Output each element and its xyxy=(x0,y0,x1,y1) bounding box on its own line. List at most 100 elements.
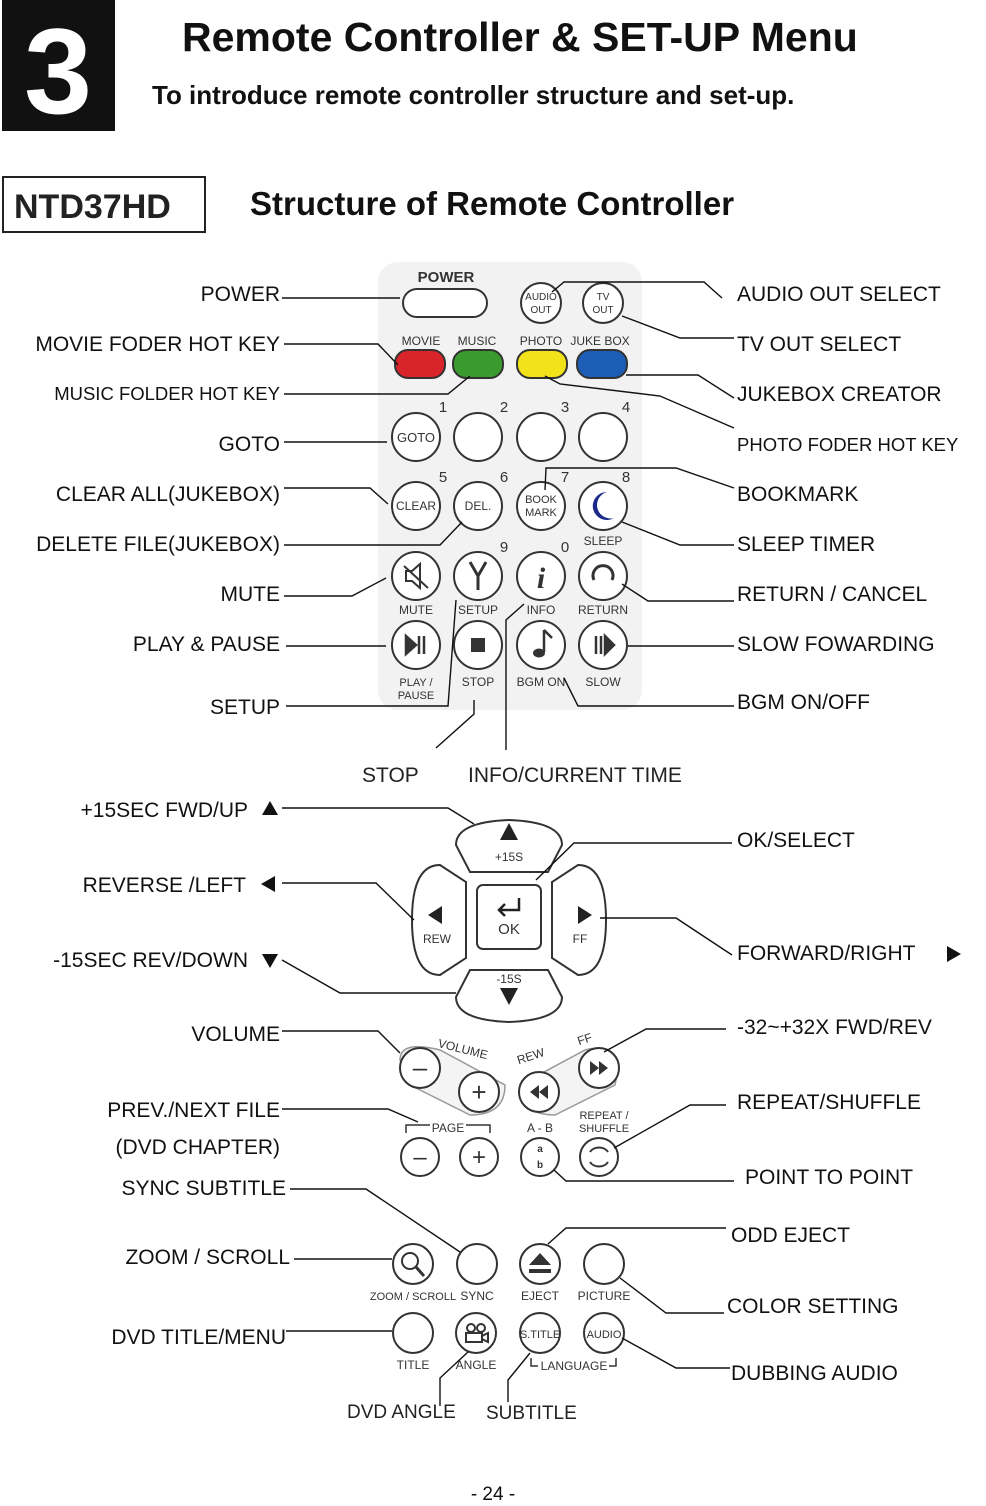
repeat-icon xyxy=(589,1146,609,1168)
ab-icon-a: a xyxy=(537,1144,543,1155)
page-next-button xyxy=(459,1137,499,1177)
goto-button-label: GOTO xyxy=(397,430,435,445)
digit-1-label: 1 xyxy=(439,399,447,416)
movie-key-label: MOVIE xyxy=(402,334,441,348)
sync-button xyxy=(456,1243,498,1285)
language-bracket xyxy=(530,1358,617,1367)
rewind-icon xyxy=(530,1085,548,1099)
page-prev-button xyxy=(400,1137,440,1177)
movie-color-key xyxy=(394,349,446,379)
jukebox-key-label: JUKE BOX xyxy=(570,334,629,348)
volume-up-button xyxy=(458,1071,500,1113)
dpad-up xyxy=(454,818,564,873)
clear-button xyxy=(391,481,441,531)
label-music-hot-key: MUSIC FOLDER HOT KEY xyxy=(54,383,280,404)
label-odd-eject: ODD EJECT xyxy=(731,1224,851,1247)
minus15-label: -15S xyxy=(496,972,521,986)
label-prev-next-file: PREV./NEXT FILE xyxy=(107,1099,280,1122)
digit-6-label: 6 xyxy=(500,469,508,486)
digit-3-label: 3 xyxy=(561,399,569,416)
volume-down-button xyxy=(399,1047,441,1089)
bookmark-button xyxy=(516,481,566,531)
label-sync-subtitle: SYNC SUBTITLE xyxy=(121,1177,286,1200)
angle-label: ANGLE xyxy=(456,1358,497,1372)
leader-lines xyxy=(281,281,735,1406)
zoom-magnifier-icon xyxy=(401,1252,419,1270)
label-ok-select: OK/SELECT xyxy=(737,829,855,852)
label-dvd-title-menu: DVD TITLE/MENU xyxy=(111,1326,286,1349)
digit-4-label: 4 xyxy=(622,399,630,416)
label-bookmark: BOOKMARK xyxy=(737,483,859,506)
stop-button-label: STOP xyxy=(462,675,494,689)
tv-out-label-2: OUT xyxy=(592,305,613,316)
repeat-label-1: REPEAT / xyxy=(579,1110,629,1122)
repeat-button xyxy=(579,1137,619,1177)
setup-label: SETUP xyxy=(458,603,498,617)
stitle-label: S.TITLE xyxy=(520,1329,560,1341)
bookmark-label-2: MARK xyxy=(525,507,557,519)
title-button xyxy=(392,1312,434,1354)
return-button xyxy=(578,551,628,601)
bgm-button xyxy=(516,620,566,670)
label-bgm-on-off: BGM ON/OFF xyxy=(737,691,870,714)
audio-out-label-1: AUDIO xyxy=(525,292,557,303)
right-arrow-icon xyxy=(578,906,592,924)
page-title: Remote Controller & SET-UP Menu xyxy=(182,14,858,60)
label-audio-out: AUDIO OUT SELECT xyxy=(737,283,941,306)
plus15-label: +15S xyxy=(495,850,523,864)
jukebox-color-key xyxy=(576,349,628,379)
audio-out-button xyxy=(520,282,562,324)
label-return-cancel: RETURN / CANCEL xyxy=(737,583,928,606)
ab-button xyxy=(520,1137,560,1177)
slow-forward-icon xyxy=(594,632,616,658)
label-fwd-rev-speed: -32~+32X FWD/REV xyxy=(737,1016,932,1039)
ok-button xyxy=(476,884,542,950)
setup-tools-icon xyxy=(468,561,488,590)
right-triangle-icon xyxy=(947,946,961,962)
label-rev-15: -15SEC REV/DOWN xyxy=(53,949,248,972)
bgm-label: BGM ON xyxy=(517,675,566,689)
chapter-number-graphic: 3 xyxy=(24,3,92,139)
picture-label: PICTURE xyxy=(578,1289,631,1303)
stop-icon xyxy=(471,638,485,652)
ff-label: FF xyxy=(573,932,588,946)
power-button-label: POWER xyxy=(418,269,475,286)
rew-rocker-label: REW xyxy=(515,1045,547,1067)
sleep-label: SLEEP xyxy=(584,534,623,548)
label-dvd-angle: DVD ANGLE xyxy=(347,1402,456,1423)
zoom-label: ZOOM / SCROLL xyxy=(370,1291,456,1303)
power-button xyxy=(402,288,488,318)
tv-out-button xyxy=(582,282,624,324)
page-label: PAGE xyxy=(432,1121,464,1135)
tv-out-label-1: TV xyxy=(597,292,610,303)
ok-label: OK xyxy=(498,921,520,938)
digit-0-label: 0 xyxy=(561,539,569,556)
return-arrow-icon xyxy=(591,564,615,581)
play-label-2: PAUSE xyxy=(398,690,434,702)
mute-icon xyxy=(403,561,429,591)
slow-label: SLOW xyxy=(585,675,621,689)
label-point-to-point: POINT TO POINT xyxy=(745,1166,914,1189)
page-bracket xyxy=(405,1124,491,1133)
title-label: TITLE xyxy=(397,1358,430,1372)
digit-4-button xyxy=(578,412,628,462)
left-triangle-icon xyxy=(261,876,275,892)
page-number: - 24 - xyxy=(470,1484,516,1505)
delete-button xyxy=(453,481,503,531)
info-label: INFO xyxy=(527,603,556,617)
down-arrow-icon xyxy=(500,988,518,1005)
audio-label: AUDIO xyxy=(587,1329,622,1341)
digit-9-label: 9 xyxy=(500,539,508,556)
label-color-setting: COLOR SETTING xyxy=(727,1295,899,1318)
label-clear-all: CLEAR ALL(JUKEBOX) xyxy=(55,483,280,506)
photo-key-label: PHOTO xyxy=(520,334,562,348)
repeat-label-2: SHUFFLE xyxy=(579,1123,629,1135)
fast-forward-icon xyxy=(590,1061,608,1075)
label-jukebox-creator: JUKEBOX CREATOR xyxy=(737,383,942,406)
label-reverse-left: REVERSE /LEFT xyxy=(82,874,246,897)
label-dvd-chapter: (DVD CHAPTER) xyxy=(115,1136,280,1159)
return-label: RETURN xyxy=(578,603,628,617)
play-label-1: PLAY / xyxy=(399,677,433,689)
label-subtitle: SUBTITLE xyxy=(486,1403,577,1424)
goto-button xyxy=(391,412,441,462)
